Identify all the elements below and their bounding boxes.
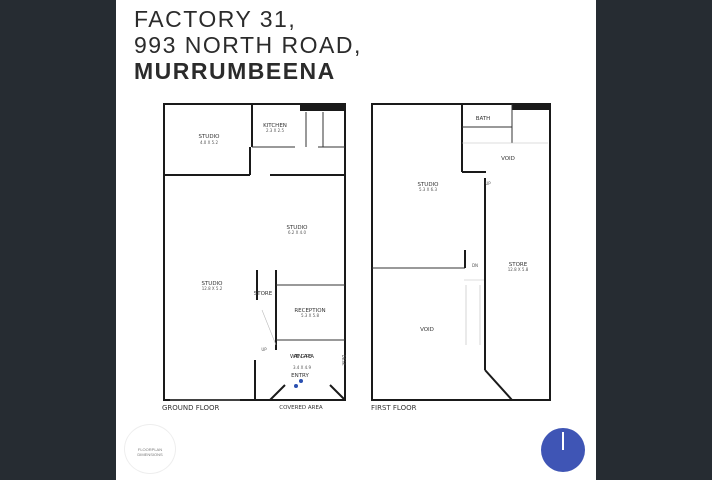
floorplan-drawing: STUDIO 4.0 X 5.2 KITCHEN 2.3 X 2.5 STUDI…	[162, 103, 551, 412]
room-label: STUDIO	[286, 225, 308, 231]
room-label: RECEPTION	[294, 308, 325, 314]
room-label: KITCHEN	[263, 123, 287, 129]
ground-floor-label: GROUND FLOOR	[162, 404, 219, 412]
first-floor-label: FIRST FLOOR	[371, 404, 417, 412]
stairs-up-label: UP	[261, 347, 267, 352]
first-floor-plan: BATH VOID STUDIO 5.3 X 6.3 STORE 12.8 X …	[371, 103, 551, 412]
room-dims: 6.2 X 4.0	[288, 230, 306, 235]
room-dims: 3.4 X 4.9	[293, 365, 311, 370]
room-label: STORE	[509, 262, 528, 268]
room-label: WAITING AREA	[290, 354, 314, 360]
title-line-1: FACTORY 31,	[134, 6, 297, 32]
floorplan-dimensions-logo: FLOORPLAN DIMENSIONS	[124, 424, 176, 474]
title-line-2: 993 NORTH ROAD,	[134, 32, 362, 58]
room-label: STUDIO	[198, 134, 220, 140]
room-dims: 5.3 X 5.8	[301, 313, 319, 318]
floorplan-sheet: FACTORY 31, 993 NORTH ROAD, MURRUMBEENA	[116, 0, 596, 480]
room-label: VOID	[420, 327, 434, 333]
room-label: VOID	[501, 156, 515, 162]
covered-area-label: COVERED AREA	[279, 405, 323, 411]
room-label: STUDIO	[417, 182, 439, 188]
ground-floor-plan: STUDIO 4.0 X 5.2 KITCHEN 2.3 X 2.5 STUDI…	[162, 103, 346, 412]
room-label: BATH	[476, 116, 491, 122]
room-dims: 12.8 X 5.8	[508, 267, 529, 272]
stairs-up-label: UP	[485, 181, 491, 186]
room-label: STUDIO	[201, 281, 223, 287]
room-dims: 12.8 X 5.2	[202, 286, 223, 291]
room-label: STORE	[254, 291, 273, 297]
desk-label: DESK	[341, 355, 346, 366]
room-dims: 4.0 X 5.2	[200, 140, 218, 145]
stairs-down-label: DN	[472, 263, 478, 268]
property-title: FACTORY 31, 993 NORTH ROAD, MURRUMBEENA	[134, 6, 362, 84]
room-dims: 2.3 X 2.5	[266, 128, 284, 133]
north-compass-icon	[541, 428, 585, 472]
entry-label: ENTRY	[291, 373, 309, 379]
room-dims: 5.3 X 6.3	[419, 187, 437, 192]
logo-text: FLOORPLAN DIMENSIONS	[137, 447, 163, 457]
title-line-3: MURRUMBEENA	[134, 58, 336, 84]
